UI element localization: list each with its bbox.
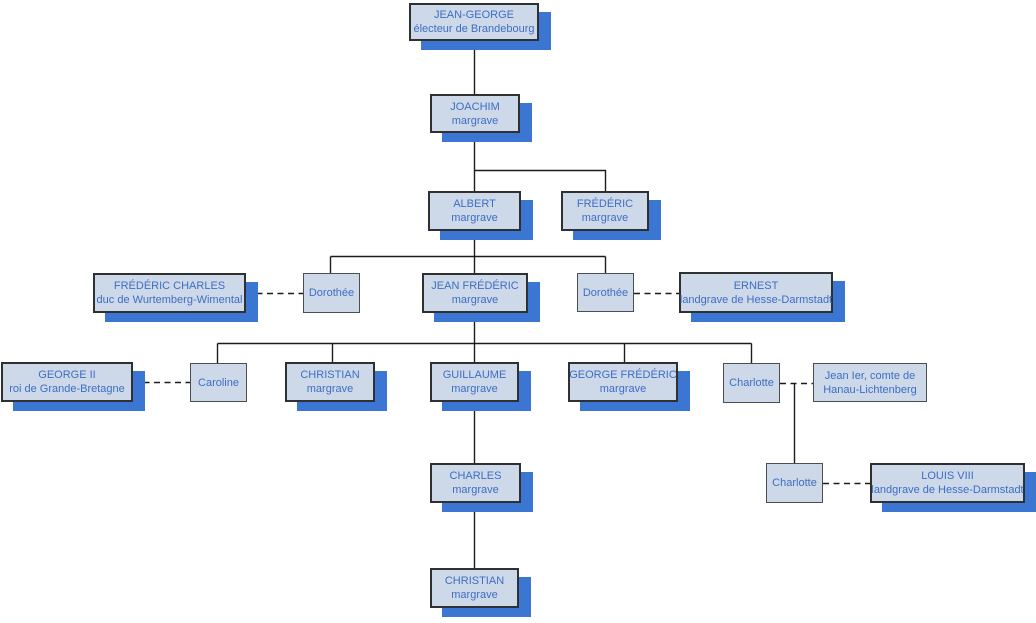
person-title: landgrave de Hesse-Darmstadt: [871, 484, 1024, 496]
person-name: GEORGE FRÉDÉRIC: [569, 369, 677, 381]
person-name: JEAN-GEORGE: [433, 9, 515, 21]
person-title: margrave: [599, 383, 647, 395]
person-title: margrave: [451, 212, 498, 224]
person-title: roi de Grande-Bretagne: [9, 383, 125, 395]
node-albert[interactable]: ALBERT margrave: [428, 191, 521, 231]
node-dorothee-1[interactable]: Dorothée: [303, 273, 360, 313]
node-charles[interactable]: CHARLES margrave: [430, 463, 521, 503]
person-title: margrave: [451, 294, 499, 306]
node-frederic-charles[interactable]: FRÉDÉRIC CHARLES duc de Wurtemberg-Wimen…: [93, 273, 246, 313]
person-name: GEORGE II: [38, 369, 96, 381]
person-name: CHRISTIAN: [444, 575, 505, 587]
person-title: duc de Wurtemberg-Wimental: [96, 294, 243, 306]
person-name: Caroline: [198, 376, 239, 389]
person-name: JEAN FRÉDÉRIC: [431, 280, 519, 292]
node-louis-viii[interactable]: LOUIS VIII landgrave de Hesse-Darmstadt: [870, 463, 1025, 503]
node-charlotte-1[interactable]: Charlotte: [723, 363, 780, 403]
node-charlotte-2[interactable]: Charlotte: [766, 463, 823, 503]
person-title: margrave: [451, 114, 499, 127]
person-name: Charlotte: [729, 377, 774, 389]
node-christian-1[interactable]: CHRISTIAN margrave: [285, 362, 375, 402]
person-name: Charlotte: [772, 477, 817, 489]
person-title: margrave: [306, 383, 354, 395]
node-george-ii[interactable]: GEORGE II roi de Grande-Bretagne: [1, 362, 133, 402]
person-name: LOUIS VIII: [921, 470, 974, 482]
node-caroline[interactable]: Caroline: [190, 363, 247, 402]
node-jean-george[interactable]: JEAN-GEORGE électeur de Brandebourg: [409, 3, 539, 41]
person-name: Jean Ier, comte de: [824, 369, 916, 382]
node-dorothee-2[interactable]: Dorothée: [577, 273, 634, 312]
node-guillaume[interactable]: GUILLAUME margrave: [430, 362, 519, 402]
person-title: margrave: [451, 383, 498, 395]
person-name: ERNEST: [733, 279, 779, 292]
node-ernest[interactable]: ERNEST landgrave de Hesse-Darmstadt: [679, 272, 833, 313]
person-name: CHRISTIAN: [300, 369, 360, 381]
person-title: margrave: [581, 212, 629, 224]
person-name: JOACHIM: [450, 100, 500, 113]
person-title: margrave: [452, 484, 499, 496]
person-name: FRÉDÉRIC: [576, 198, 634, 210]
person-title: landgrave de Hesse-Darmstadt: [679, 293, 833, 306]
node-joachim[interactable]: JOACHIM margrave: [430, 94, 520, 133]
node-christian-2[interactable]: CHRISTIAN margrave: [430, 568, 519, 608]
person-title: électeur de Brandebourg: [413, 23, 535, 35]
node-jean-frederic[interactable]: JEAN FRÉDÉRIC margrave: [422, 273, 528, 313]
connector-line: [474, 169, 607, 191]
node-frederic[interactable]: FRÉDÉRIC margrave: [561, 191, 649, 231]
person-name: ALBERT: [453, 198, 496, 210]
node-george-frederic[interactable]: GEORGE FRÉDÉRIC margrave: [568, 362, 678, 402]
person-name: FRÉDÉRIC CHARLES: [113, 280, 226, 292]
person-name: CHARLES: [449, 470, 502, 482]
person-name: Dorothée: [308, 287, 355, 299]
person-name: Dorothée: [582, 286, 629, 299]
person-title: margrave: [451, 589, 498, 601]
person-title: Hanau-Lichtenberg: [823, 383, 917, 396]
person-name: GUILLAUME: [442, 369, 507, 381]
node-jean-ier[interactable]: Jean Ier, comte de Hanau-Lichtenberg: [813, 363, 927, 402]
